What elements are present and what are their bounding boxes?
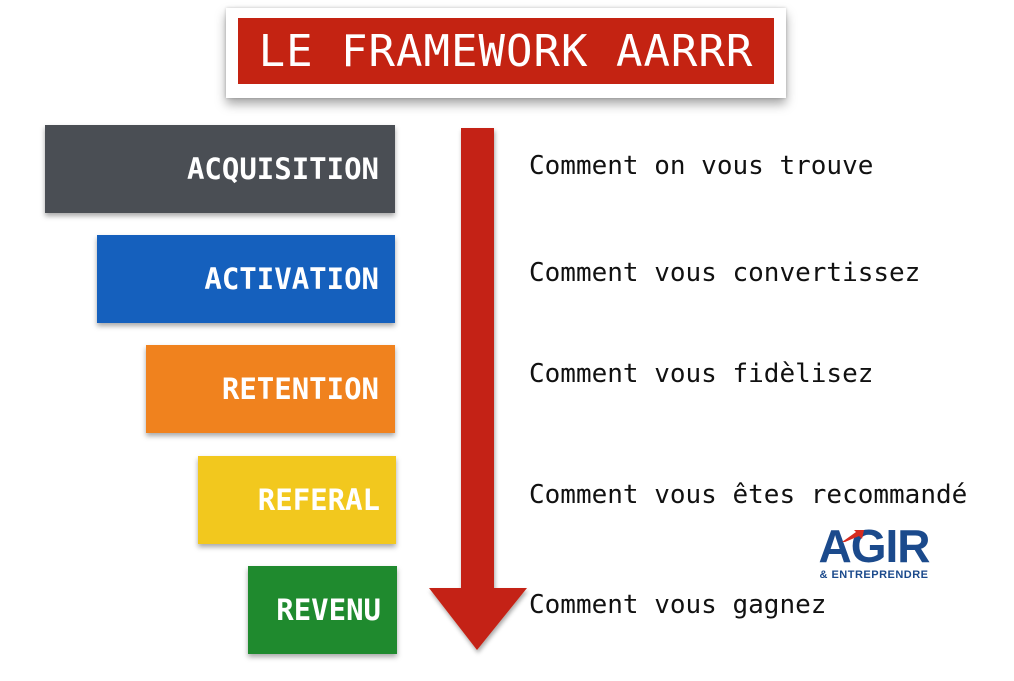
logo-accent-icon xyxy=(842,530,864,542)
stage-description-revenu: Comment vous gagnez xyxy=(529,590,827,620)
page-title: LE FRAMEWORK AARRR xyxy=(238,18,774,84)
stage-description-acquisition: Comment on vous trouve xyxy=(529,151,874,181)
stage-acquisition: ACQUISITION xyxy=(45,125,395,213)
title-frame: LE FRAMEWORK AARRR xyxy=(226,8,786,98)
logo-sub-text: & ENTREPRENDRE xyxy=(819,569,929,581)
logo-main-text: AGIR xyxy=(818,520,931,572)
stage-retention: RETENTION xyxy=(146,345,395,433)
stage-activation: ACTIVATION xyxy=(97,235,395,323)
stage-referal: REFERAL xyxy=(198,456,396,544)
stage-description-activation: Comment vous convertissez xyxy=(529,258,921,288)
stage-description-retention: Comment vous fidèlisez xyxy=(529,359,874,389)
stage-revenu: REVENU xyxy=(248,566,397,654)
funnel-down-arrow-icon xyxy=(429,128,527,650)
agir-logo: AGIR & ENTREPRENDRE xyxy=(806,520,946,584)
stage-description-referal: Comment vous êtes recommandé xyxy=(529,480,968,510)
